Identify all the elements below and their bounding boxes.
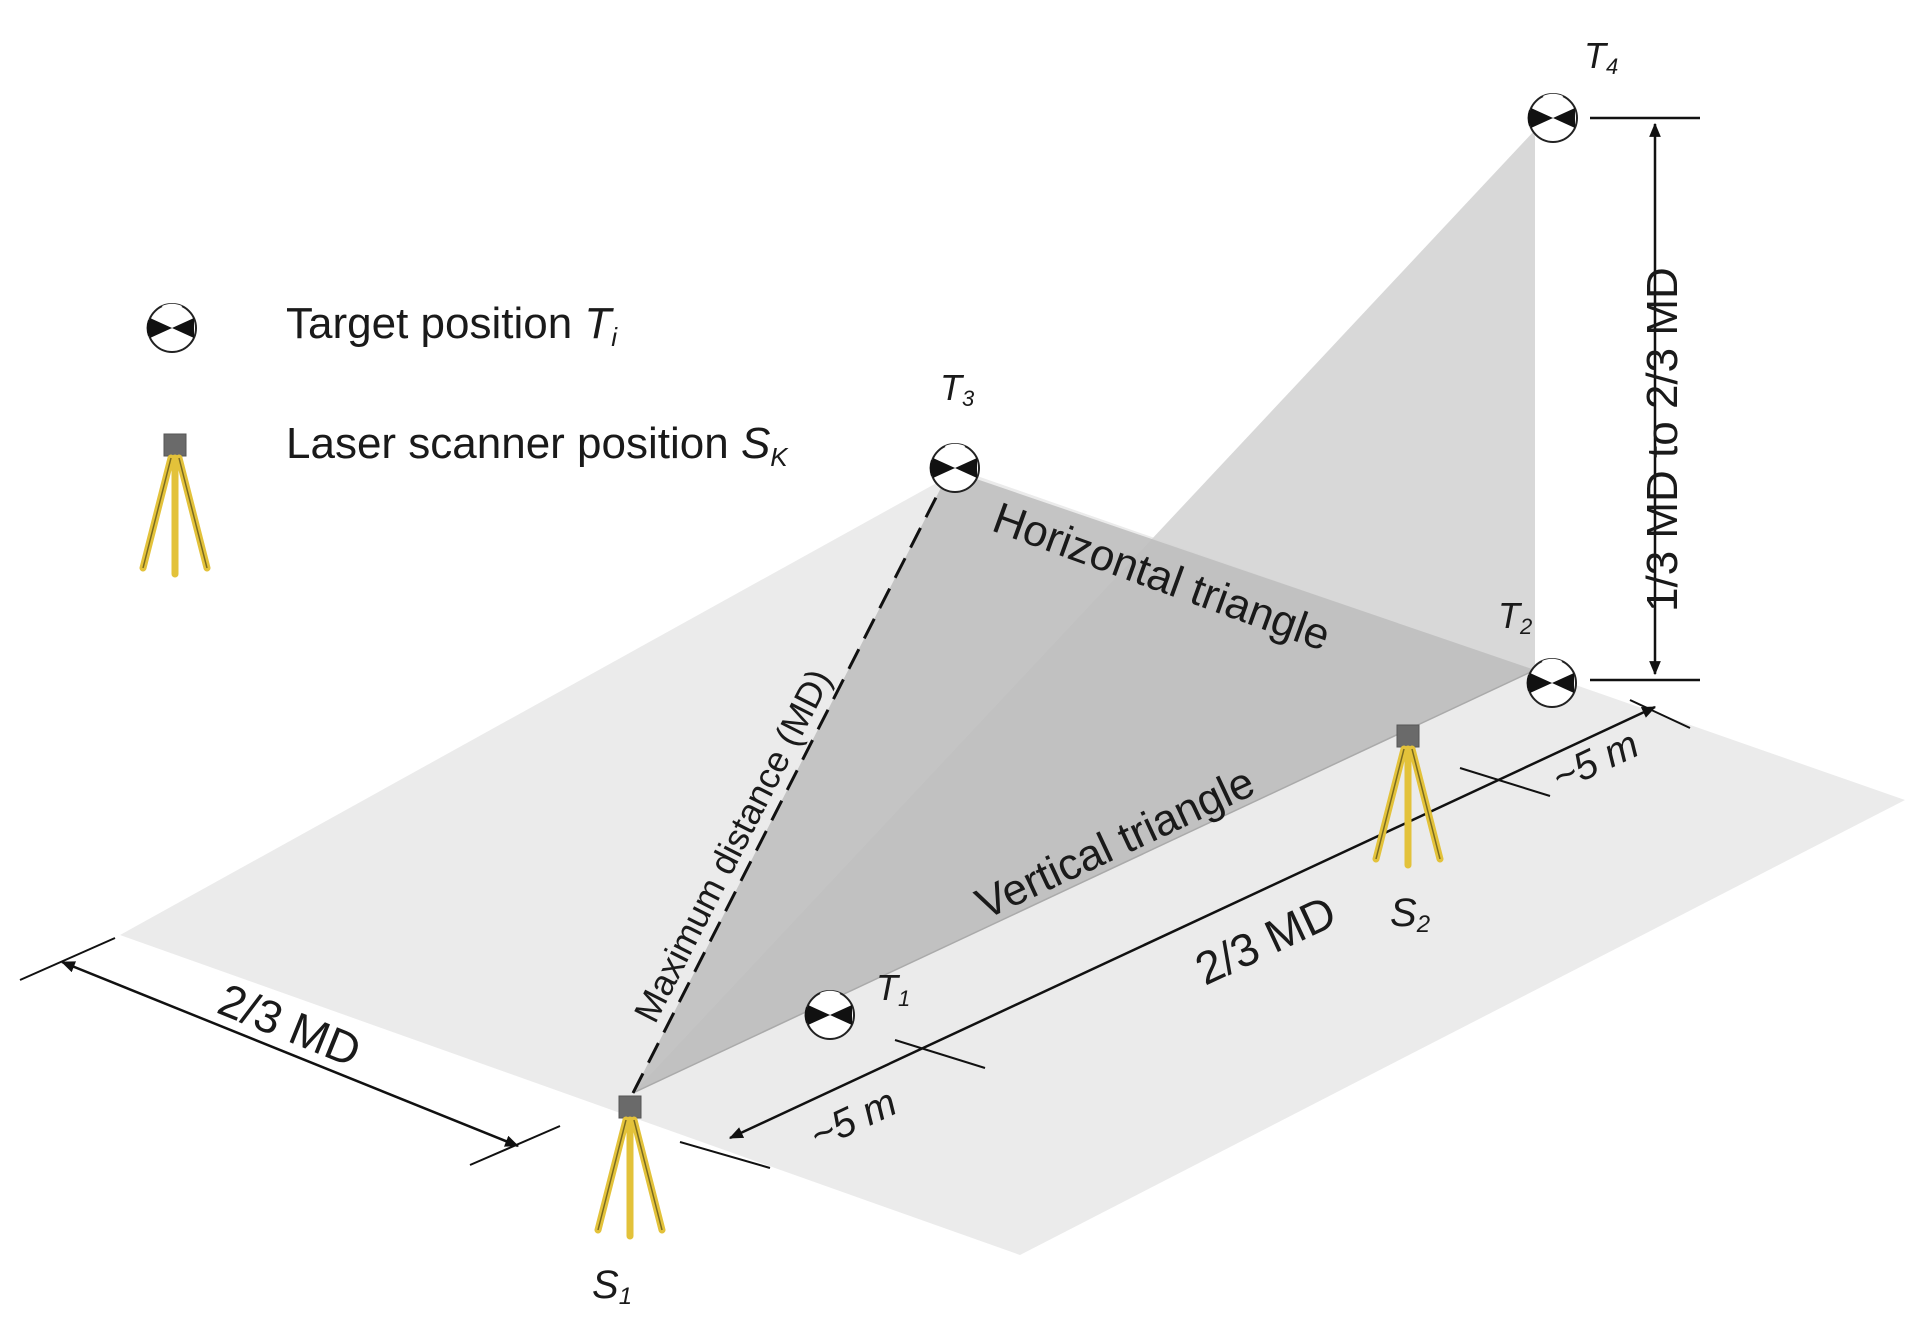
label-s2: S2 <box>1390 891 1430 938</box>
legend-target-sym: T <box>584 299 614 348</box>
legend-target-label: Target position <box>286 299 584 348</box>
legend-scanner-label: Laser scanner position <box>286 419 741 468</box>
target-t3-icon <box>928 442 980 493</box>
target-t4-icon <box>1526 92 1578 143</box>
dim-vertical <box>1590 116 1700 682</box>
dim-left <box>19 937 561 1166</box>
label-t3: T3 <box>940 367 975 411</box>
legend-target-sub: i <box>611 322 618 352</box>
legend: Target position Ti Laser scanner positio… <box>143 299 789 574</box>
label-dim-vertical: 1/3 MD to 2/3 MD <box>1638 267 1687 612</box>
legend-scanner-sym: S <box>741 419 770 468</box>
svg-text:Target position Ti: Target position Ti <box>286 299 618 352</box>
target-t2-icon <box>1525 657 1577 708</box>
legend-scanner-sub: K <box>770 442 789 472</box>
label-t2: T2 <box>1498 595 1532 639</box>
legend-target-icon <box>145 302 197 353</box>
svg-text:Laser scanner position SK: Laser scanner position SK <box>286 419 789 472</box>
target-t1-icon <box>803 989 855 1040</box>
legend-scanner-icon <box>143 434 207 574</box>
label-s1: S1 <box>592 1263 632 1310</box>
label-t1: T1 <box>876 967 910 1011</box>
dim-front <box>679 699 1691 1169</box>
label-t4: T4 <box>1584 35 1618 79</box>
